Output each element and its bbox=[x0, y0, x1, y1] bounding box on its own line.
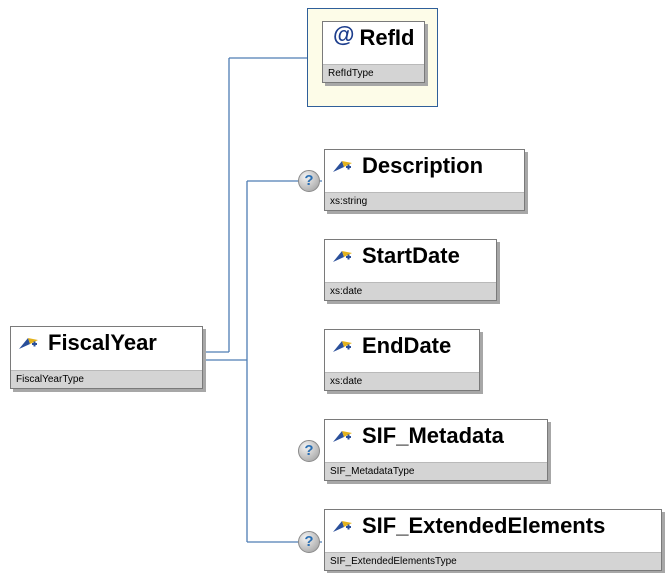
element-sif-extendedelements[interactable]: SIF_ExtendedElements SIF_ExtendedElement… bbox=[324, 509, 662, 571]
element-type: FiscalYearType bbox=[11, 370, 202, 388]
attribute-type: RefIdType bbox=[323, 64, 424, 82]
element-type: xs:date bbox=[325, 372, 479, 390]
element-type: SIF_ExtendedElementsType bbox=[325, 552, 661, 570]
element-type: xs:string bbox=[325, 192, 524, 210]
element-startdate[interactable]: StartDate xs:date bbox=[324, 239, 497, 301]
element-type: SIF_MetadataType bbox=[325, 462, 547, 480]
attribute-refid[interactable]: @ RefId RefIdType bbox=[322, 21, 425, 83]
element-sif-metadata[interactable]: SIF_Metadata SIF_MetadataType bbox=[324, 419, 548, 481]
element-arrow-icon bbox=[332, 518, 354, 534]
element-name: SIF_ExtendedElements bbox=[362, 513, 606, 538]
element-description[interactable]: Description xs:string bbox=[324, 149, 525, 211]
element-arrow-icon bbox=[332, 338, 354, 354]
attribute-group: @ RefId RefIdType bbox=[307, 8, 438, 107]
attribute-name: RefId bbox=[359, 25, 415, 50]
question-mark-icon: ? bbox=[298, 170, 320, 192]
element-name: EndDate bbox=[362, 333, 452, 358]
element-name: SIF_Metadata bbox=[362, 423, 504, 448]
element-name: Description bbox=[362, 153, 484, 178]
element-type: xs:date bbox=[325, 282, 496, 300]
element-arrow-icon bbox=[332, 428, 354, 444]
element-name: StartDate bbox=[362, 243, 460, 268]
element-arrow-icon bbox=[332, 158, 354, 174]
element-enddate[interactable]: EndDate xs:date bbox=[324, 329, 480, 391]
element-arrow-icon bbox=[18, 335, 40, 351]
at-sign-icon: @ bbox=[333, 22, 355, 47]
question-mark-icon: ? bbox=[298, 440, 320, 462]
question-mark-icon: ? bbox=[298, 531, 320, 553]
element-name: FiscalYear bbox=[48, 330, 157, 355]
element-arrow-icon bbox=[332, 248, 354, 264]
root-element-fiscalyear[interactable]: FiscalYear FiscalYearType bbox=[10, 326, 203, 389]
